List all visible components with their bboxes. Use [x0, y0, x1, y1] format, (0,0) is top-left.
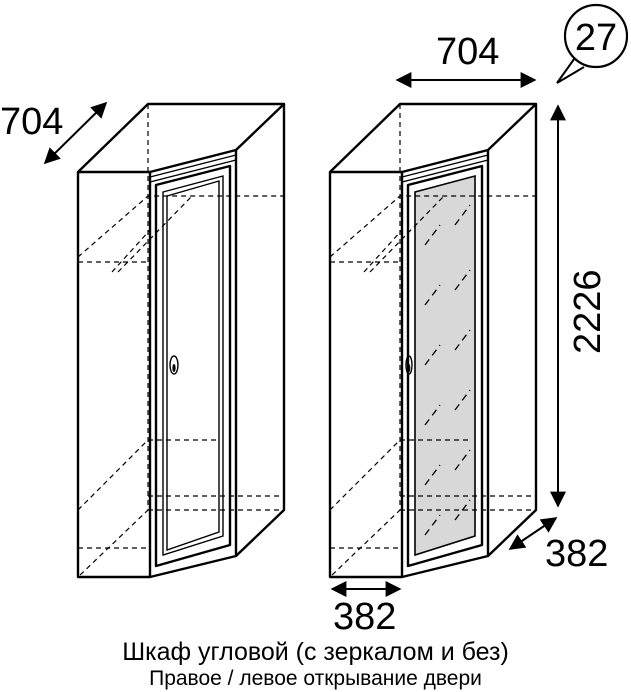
dim-side-depth: 382: [545, 533, 608, 575]
dim-left-top-width: 704: [0, 101, 63, 143]
caption-subtitle: Правое / левое открывание двери: [149, 667, 482, 690]
svg-text:27: 27: [575, 17, 617, 59]
dim-bottom-depth: 382: [333, 596, 396, 638]
cabinet-with-mirror: [328, 102, 538, 579]
dim-height: 2226: [567, 269, 609, 354]
dim-right-top-width: 704: [436, 31, 499, 73]
dim-line-side-depth: [508, 517, 558, 550]
cabinet-without-mirror: [76, 102, 286, 579]
mirror-panel: [414, 174, 476, 557]
caption-title: Шкаф угловой (с зеркалом и без): [122, 638, 509, 666]
dim-line-left-top: [43, 101, 108, 165]
figure-number-badge: 27: [556, 3, 629, 84]
